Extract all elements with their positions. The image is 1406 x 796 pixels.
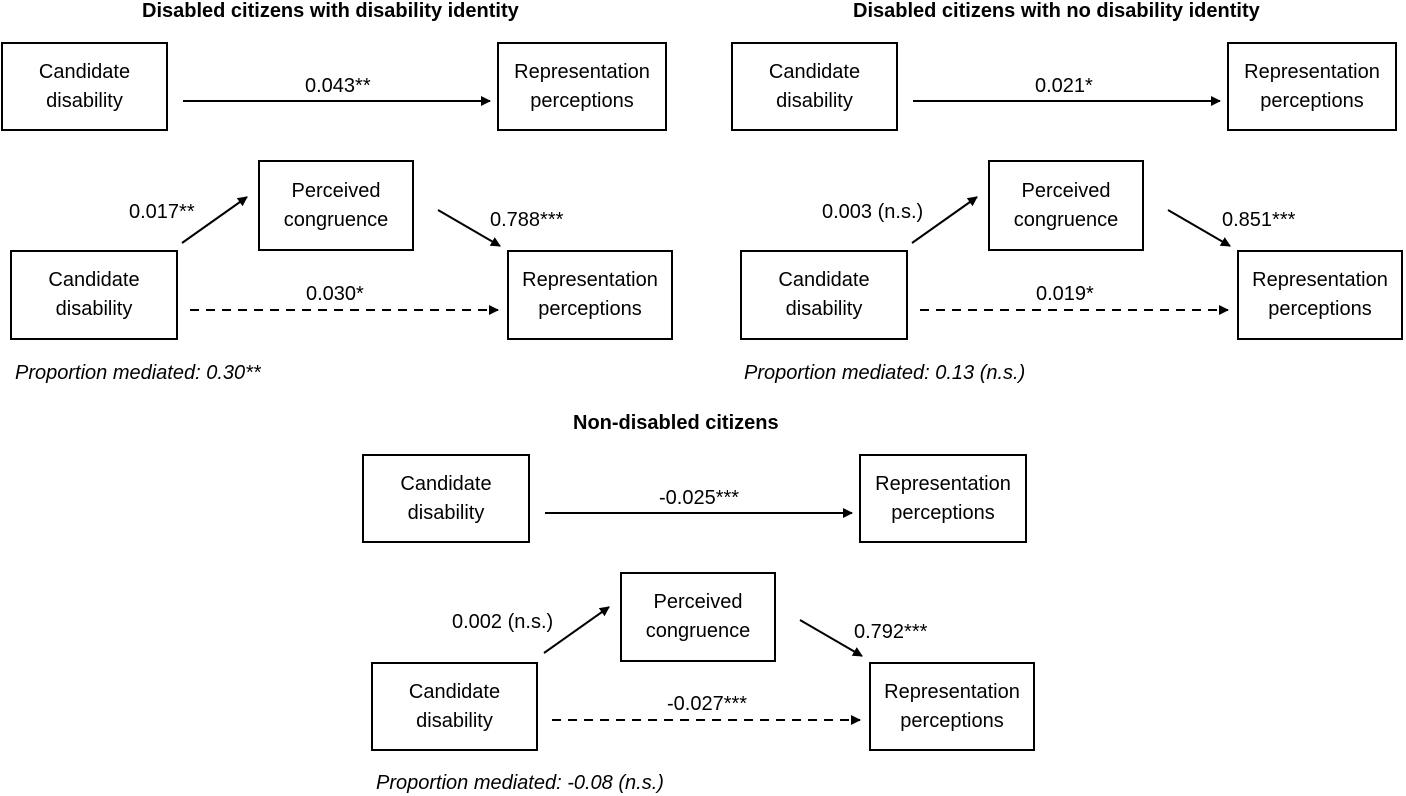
path-b-arrow	[437, 209, 501, 247]
panel-title: Disabled citizens with no disability ide…	[853, 0, 1260, 22]
direct-coefficient: 0.021*	[1035, 75, 1093, 97]
path-a-coefficient: 0.003 (n.s.)	[822, 201, 924, 223]
candidate-disability-box: Candidate disability	[1, 42, 168, 131]
representation-perceptions-box: Representation perceptions	[1237, 250, 1403, 340]
candidate-disability-box: Candidate disability	[362, 454, 530, 543]
path-c-prime-coefficient: -0.027***	[667, 693, 748, 715]
perceived-congruence-box: Perceived congruence	[988, 160, 1144, 251]
path-a-coefficient: 0.017**	[129, 201, 195, 223]
panel-no-disability-identity: Disabled citizens with no disability ide…	[730, 0, 1406, 410]
panel-title: Non-disabled citizens	[573, 412, 779, 434]
panel-non-disabled: Non-disabled citizens Candidate disabili…	[362, 410, 1062, 796]
proportion-mediated: Proportion mediated: 0.30**	[15, 362, 261, 384]
representation-perceptions-box: Representation perceptions	[497, 42, 667, 131]
proportion-mediated: Proportion mediated: 0.13 (n.s.)	[744, 362, 1026, 384]
perceived-congruence-box: Perceived congruence	[620, 572, 776, 662]
arrows-layer	[911, 96, 1231, 315]
path-b-coefficient: 0.788***	[490, 209, 564, 231]
path-a-arrow	[911, 196, 978, 244]
perceived-congruence-box: Perceived congruence	[258, 160, 414, 251]
candidate-disability-box: Candidate disability	[731, 42, 898, 131]
arrows-layer	[181, 96, 501, 315]
representation-perceptions-box: Representation perceptions	[869, 662, 1035, 751]
representation-perceptions-box: Representation perceptions	[507, 250, 673, 340]
path-b-arrow	[799, 619, 863, 657]
path-c-prime-coefficient: 0.019*	[1036, 283, 1094, 305]
candidate-disability-box: Candidate disability	[740, 250, 908, 340]
arrows-layer	[543, 508, 863, 725]
representation-perceptions-box: Representation perceptions	[859, 454, 1027, 543]
direct-coefficient: -0.025***	[659, 487, 740, 509]
proportion-mediated: Proportion mediated: -0.08 (n.s.)	[376, 772, 664, 794]
candidate-disability-box: Candidate disability	[10, 250, 178, 340]
path-a-coefficient: 0.002 (n.s.)	[452, 611, 554, 633]
representation-perceptions-box: Representation perceptions	[1227, 42, 1397, 131]
path-a-arrow	[181, 196, 248, 244]
panel-title: Disabled citizens with disability identi…	[142, 0, 519, 22]
path-b-coefficient: 0.851***	[1222, 209, 1296, 231]
path-b-arrow	[1167, 209, 1231, 247]
candidate-disability-box: Candidate disability	[371, 662, 538, 751]
path-a-arrow	[543, 606, 610, 654]
panel-disability-identity: Disabled citizens with disability identi…	[0, 0, 700, 410]
direct-coefficient: 0.043**	[305, 75, 371, 97]
path-c-prime-coefficient: 0.030*	[306, 283, 364, 305]
path-b-coefficient: 0.792***	[854, 621, 928, 643]
